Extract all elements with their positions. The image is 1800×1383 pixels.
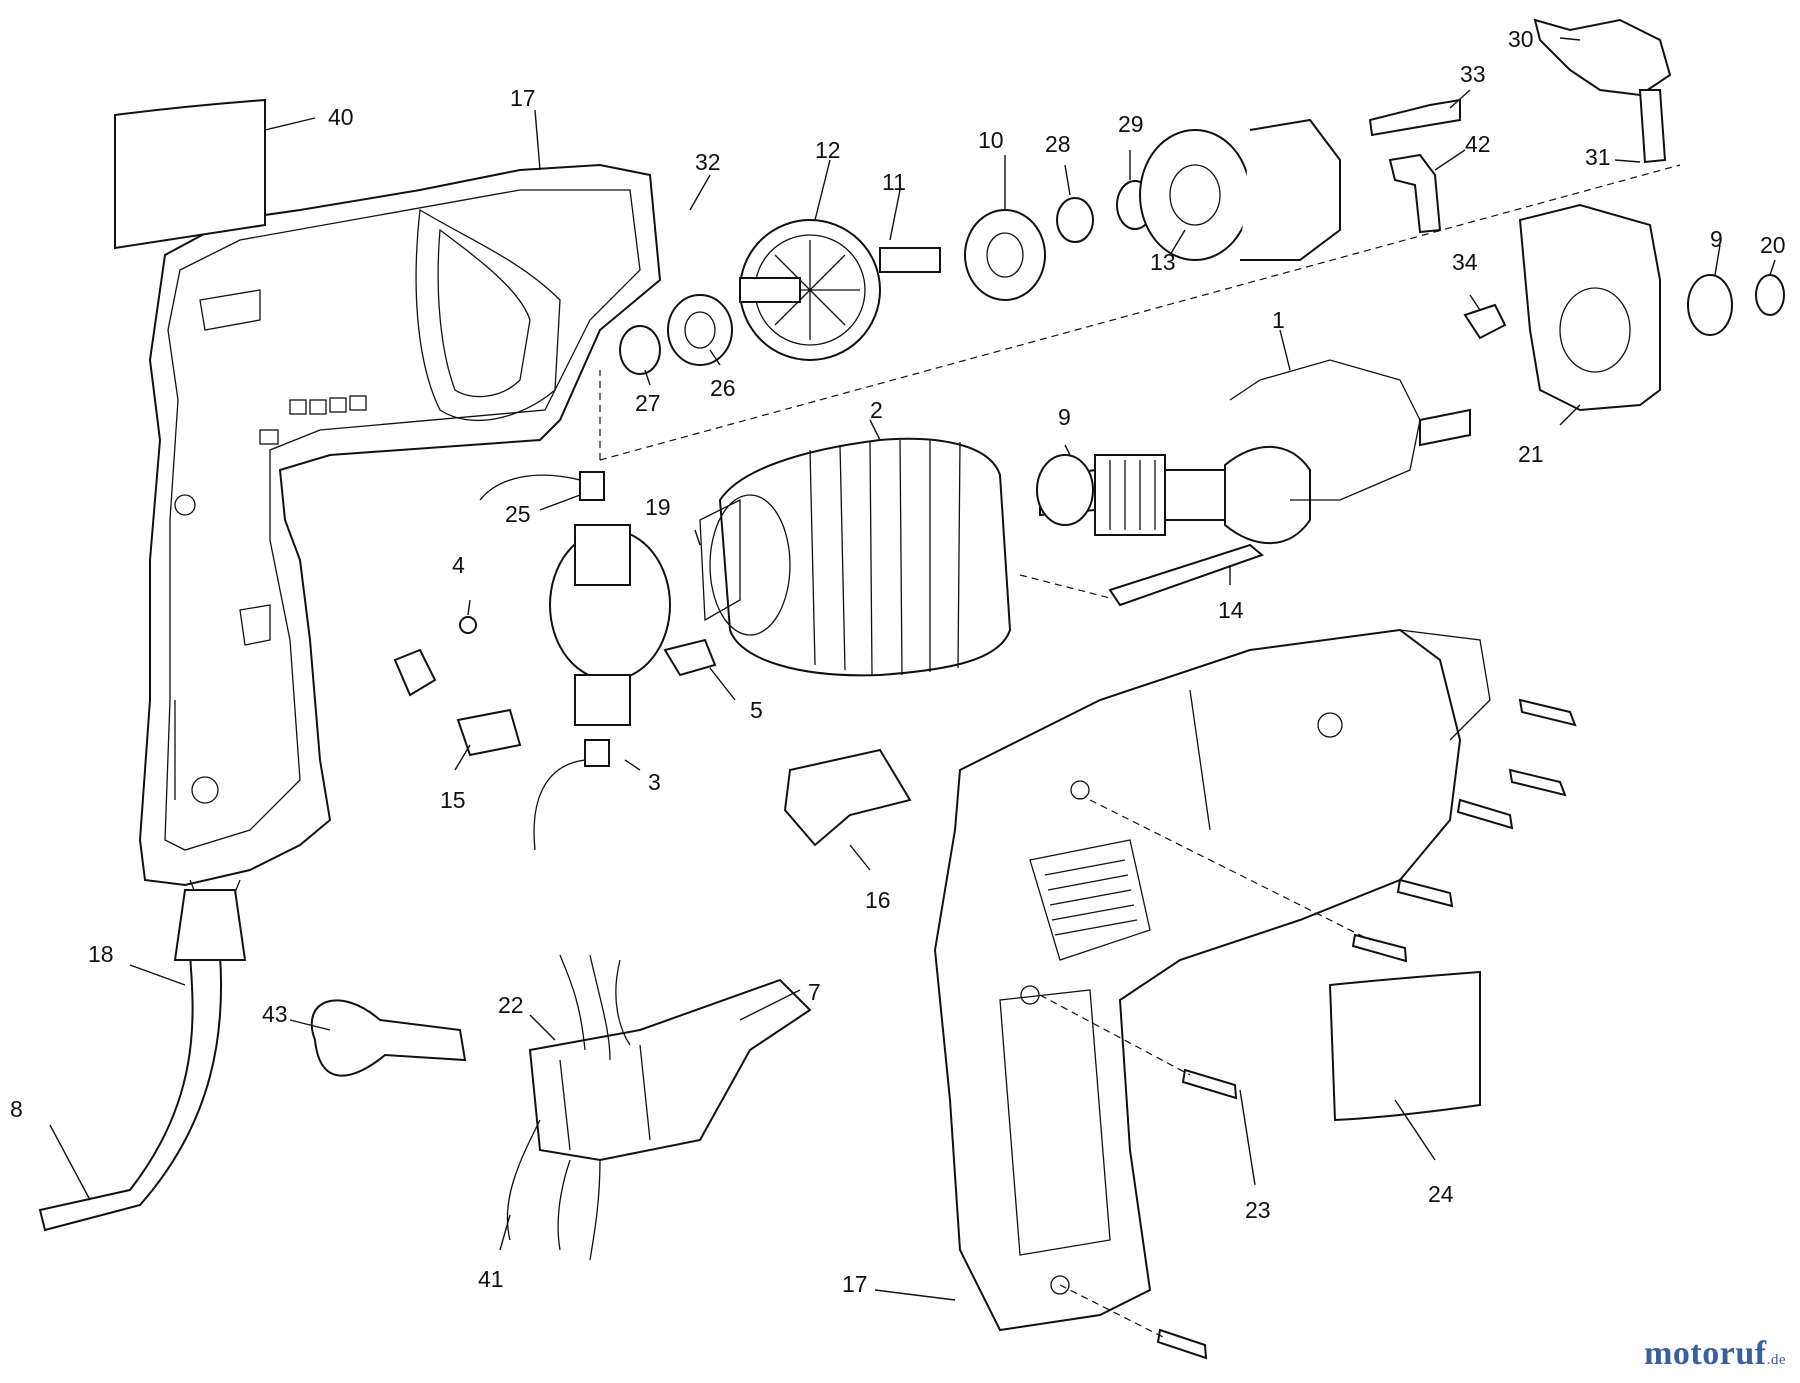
watermark-logo: motoruf.de (1644, 1335, 1786, 1373)
label-22: 22 (498, 992, 524, 1018)
label-13: 13 (1150, 249, 1176, 275)
label-29: 29 (1118, 111, 1144, 137)
alignment-line-bottom (1059, 1284, 1166, 1339)
label-10: 10 (978, 127, 1004, 153)
washer-20 (1755, 274, 1785, 316)
label-17b: 17 (842, 1271, 868, 1297)
alignment-line-screw (1019, 574, 1111, 599)
label-20: 20 (1760, 232, 1786, 258)
brush-wire-25 (479, 474, 581, 501)
button-16 (783, 748, 912, 847)
terminal-15 (456, 708, 522, 757)
label-23: 23 (1245, 1197, 1271, 1223)
armature (1039, 359, 1471, 545)
cord-clamp-43 (310, 999, 467, 1077)
chuck-key-42 (1388, 153, 1442, 234)
gear-spindle (739, 219, 941, 361)
label-7: 7 (808, 979, 821, 1005)
alignment-line-top (599, 164, 1681, 461)
rod-31 (1638, 89, 1667, 164)
alignment-line-housing (1089, 799, 1371, 941)
gear-case-21 (1518, 203, 1661, 412)
spacer-27 (619, 325, 661, 375)
brush-3 (584, 739, 610, 767)
bearing-10 (964, 209, 1046, 301)
label-33: 33 (1460, 61, 1486, 87)
watermark-tld: .de (1766, 1352, 1786, 1368)
label-27: 27 (635, 390, 661, 416)
wires-41 (506, 1119, 601, 1261)
label-34: 34 (1452, 249, 1478, 275)
left-housing-half (138, 163, 662, 906)
label-32: 32 (695, 149, 721, 175)
right-housing-half (933, 628, 1491, 1332)
label-40: 40 (328, 104, 354, 130)
bearing-9b (1036, 454, 1094, 526)
plug-34 (1463, 303, 1507, 340)
strain-relief-18 (173, 889, 247, 961)
housing-screws (1156, 698, 1577, 1360)
label-28: 28 (1045, 131, 1071, 157)
leader-lines (49, 37, 1776, 1301)
screw-14 (1108, 543, 1264, 607)
label-43: 43 (262, 1001, 288, 1027)
bearing-9 (1687, 274, 1733, 336)
label-4: 4 (452, 552, 465, 578)
alignment-line-grip (1039, 994, 1191, 1076)
label-17a: 17 (510, 85, 536, 111)
label-15: 15 (440, 787, 466, 813)
label-11: 11 (882, 169, 906, 195)
stator-field (699, 437, 1012, 677)
label-8: 8 (10, 1096, 23, 1122)
cord-8 (38, 954, 223, 1232)
label-26: 26 (710, 375, 736, 401)
watermark-name: motoruf (1644, 1335, 1767, 1372)
label-9b: 9 (1710, 226, 1723, 252)
label-2: 2 (870, 397, 883, 423)
label-41: 41 (478, 1266, 504, 1292)
label-14: 14 (1218, 597, 1244, 623)
brush-wire-3 (533, 759, 586, 851)
clutch-26 (667, 294, 733, 366)
label-9a: 9 (1058, 404, 1071, 430)
label-1: 1 (1272, 307, 1285, 333)
label-24: 24 (1428, 1181, 1454, 1207)
label-19: 19 (645, 494, 671, 520)
label-3: 3 (648, 769, 661, 795)
label-sleeve-40 (114, 98, 266, 250)
switch-7 (528, 978, 812, 1162)
wires-22 (559, 954, 631, 1061)
label-5: 5 (750, 697, 763, 723)
depth-knob-30 (1533, 18, 1672, 97)
spring-28 (1056, 197, 1094, 243)
brush-25 (579, 471, 605, 501)
label-42: 42 (1465, 131, 1491, 157)
label-21: 21 (1518, 441, 1544, 467)
chuck (1139, 118, 1341, 261)
label-18: 18 (88, 941, 114, 967)
brush-clip (393, 648, 437, 697)
label-31: 31 (1585, 144, 1611, 170)
label-12: 12 (815, 137, 841, 163)
label-sleeve-24 (1328, 970, 1481, 1122)
label-30: 30 (1508, 26, 1534, 52)
screw-33 (1368, 98, 1461, 137)
label-16: 16 (865, 887, 891, 913)
spring-4 (459, 616, 477, 634)
label-25: 25 (505, 501, 531, 527)
